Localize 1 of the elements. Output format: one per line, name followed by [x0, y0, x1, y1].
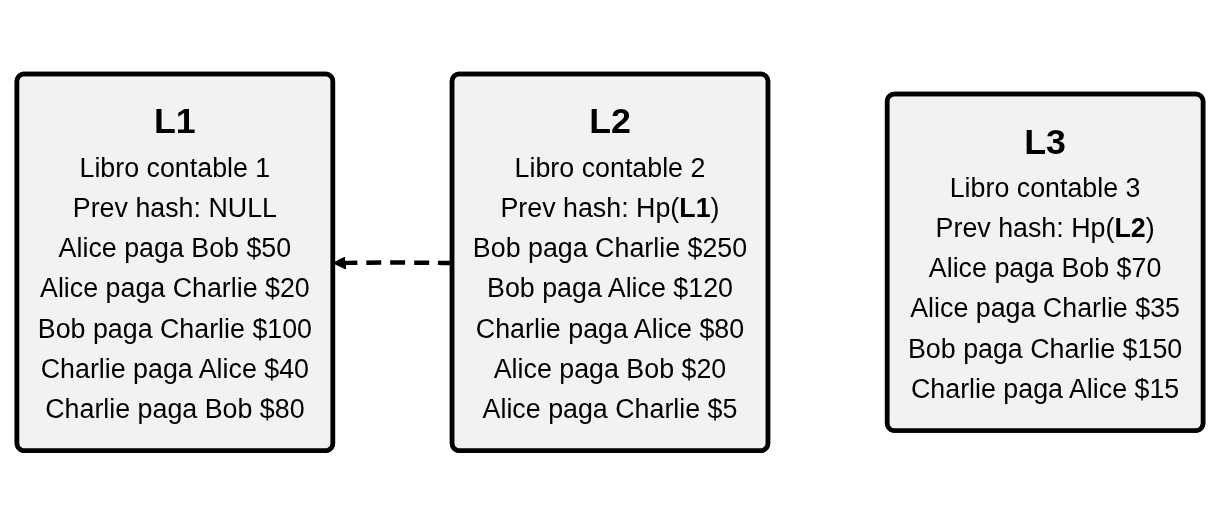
- arrow: [333, 256, 453, 270]
